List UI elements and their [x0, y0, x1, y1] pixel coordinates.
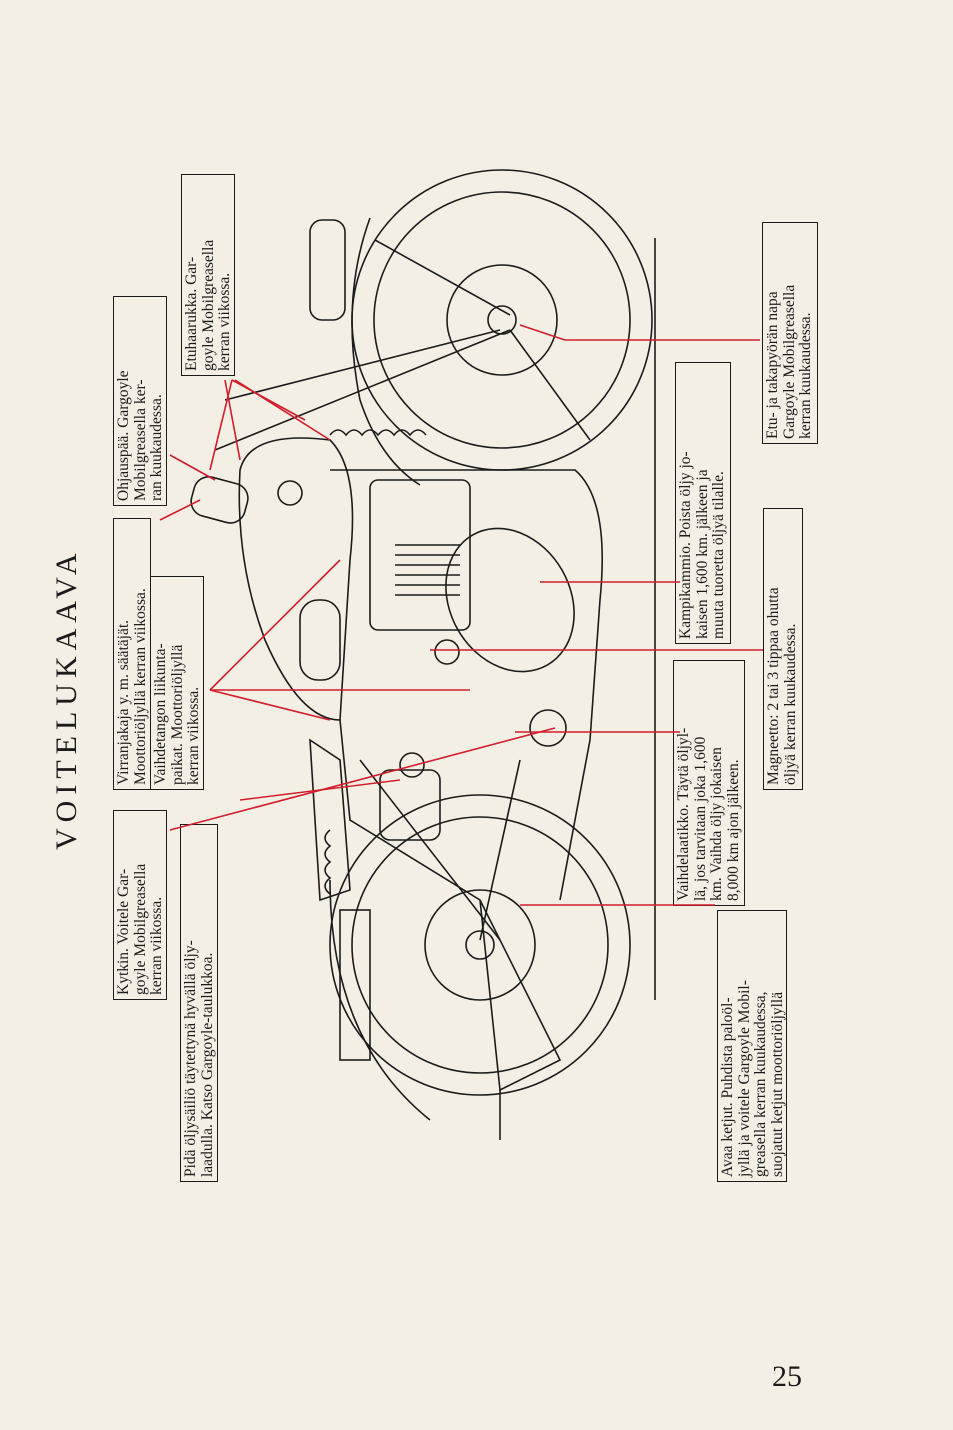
leader-ohjauspaa-a — [224, 379, 241, 461]
fuel-tank — [238, 437, 354, 721]
fork-stay — [374, 239, 511, 316]
headlamp — [309, 219, 346, 321]
frame-front — [330, 469, 603, 901]
fork-spring — [329, 429, 427, 437]
engine-block — [369, 479, 471, 631]
oil-tank-cap — [399, 752, 425, 778]
fork-upper — [224, 329, 501, 401]
leader-ohjauspaa-c — [209, 379, 233, 471]
luggage-carrier — [339, 909, 371, 1061]
saddle — [309, 738, 351, 902]
magneto — [434, 639, 460, 665]
handlebar-grip — [190, 476, 249, 524]
leader-virranjakaja-a — [169, 454, 216, 481]
oil-tank — [379, 769, 441, 841]
frame-down — [339, 719, 481, 901]
rear-wheel — [329, 794, 631, 1096]
page-number: 25 — [772, 1360, 802, 1393]
rear-mudguard — [329, 879, 431, 1121]
front-wheel — [351, 169, 653, 471]
chain-guard — [479, 899, 562, 1092]
cylinder-fins — [395, 544, 460, 596]
leader-vaihdetanko-a — [209, 559, 341, 691]
carburettor-cover — [299, 599, 341, 681]
crankcase — [445, 527, 575, 673]
fork-lower — [214, 329, 511, 451]
leader-virranjakaja-b — [159, 499, 201, 521]
leader-napa-a — [519, 324, 566, 341]
front-mudguard — [351, 217, 421, 486]
leader-etuhaarukka — [231, 379, 306, 421]
leader-vaihdetanko-c — [209, 689, 331, 721]
leader-kytkin — [169, 727, 556, 831]
seat-spring — [324, 829, 332, 895]
leader-oljysailio — [239, 779, 401, 801]
gearbox — [529, 709, 567, 747]
leader-lines — [159, 324, 763, 906]
